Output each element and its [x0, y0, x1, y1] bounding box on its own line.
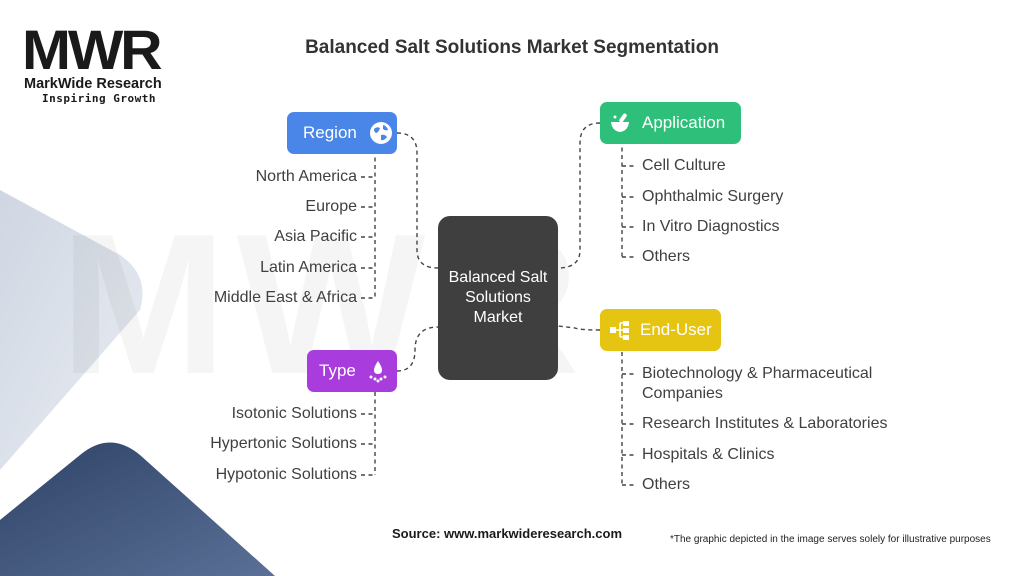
page-title: Balanced Salt Solutions Market Segmentat… — [305, 37, 719, 58]
end-user-item-line: Biotechnology & Pharmaceutical — [642, 365, 873, 382]
segment-application-label: Application — [642, 113, 726, 132]
segment-region-label: Region — [303, 123, 357, 142]
logo-tagline: Inspiring Growth — [42, 92, 156, 105]
segment-end-user-label: End-User — [640, 320, 712, 339]
type-item: Isotonic Solutions — [231, 405, 357, 422]
application-item: Others — [642, 248, 691, 265]
center-node: Balanced Salt Solutions Market — [438, 216, 558, 380]
application-item: Cell Culture — [642, 157, 726, 174]
center-node-label: Balanced Salt Solutions Market — [448, 269, 548, 326]
bg-shape-dark — [0, 442, 275, 576]
application-item: Ophthalmic Surgery — [642, 188, 784, 205]
disclaimer-note: *The graphic depicted in the image serve… — [670, 534, 991, 545]
application-item: In Vitro Diagnostics — [642, 218, 780, 235]
region-item: Middle East & Africa — [213, 289, 357, 306]
logo-name: MarkWide Research — [24, 76, 162, 92]
segment-end-user: End-User — [600, 309, 721, 351]
hierarchy-icon — [606, 316, 634, 344]
segment-type-label: Type — [319, 361, 356, 380]
end-user-item-line: Companies — [642, 385, 723, 402]
end-user-item: Research Institutes & Laboratories — [642, 415, 888, 432]
region-item: Latin America — [260, 259, 357, 276]
end-user-item: Hospitals & Clinics — [642, 446, 775, 463]
segment-application: Application — [600, 102, 741, 144]
region-item: Europe — [305, 198, 357, 215]
region-item: Asia Pacific — [274, 228, 357, 245]
spray-icon — [364, 357, 392, 385]
region-item: North America — [255, 168, 357, 185]
globe-icon — [367, 119, 395, 147]
bg-shape-light — [0, 190, 143, 470]
type-item: Hypotonic Solutions — [215, 466, 357, 483]
end-user-item: Others — [642, 476, 691, 493]
type-item: Hypertonic Solutions — [210, 435, 357, 452]
source-text: Source: www.markwideresearch.com — [392, 526, 623, 541]
end-user-item: Biotechnology & Pharmaceutical Companies — [642, 364, 872, 404]
mortar-pestle-icon — [606, 109, 634, 137]
logo-mark: MWR — [22, 18, 163, 81]
segment-region: Region — [287, 112, 397, 154]
segment-type: Type — [307, 350, 397, 392]
